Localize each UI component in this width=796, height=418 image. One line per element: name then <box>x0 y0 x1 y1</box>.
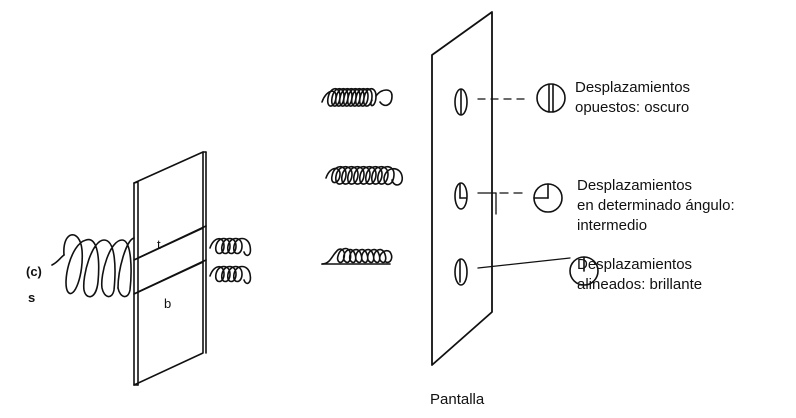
icon-aligned <box>569 256 599 286</box>
screen-spot-angled <box>454 182 468 210</box>
icon-opposed <box>536 83 566 113</box>
outcome-angled-line3: intermedio <box>577 217 648 234</box>
slab-label-t: t <box>157 237 161 252</box>
outcome-aligned-line2: alineados: brillante <box>577 276 703 293</box>
slab-label-b: b <box>164 296 172 311</box>
panel-label-a: (c) <box>26 264 42 279</box>
crystal-slabs <box>133 151 207 386</box>
screen-spot-aligned <box>454 258 468 286</box>
outcome-angled-line2: en determinado ángulo: <box>577 197 735 214</box>
exit-helix-top <box>209 237 252 257</box>
exit-helix-bottom <box>209 265 252 285</box>
helix-opposed <box>321 87 393 107</box>
panel-label-b: s <box>28 290 36 305</box>
incoming-helix <box>51 234 135 298</box>
leader-lines <box>477 98 571 269</box>
screen-panel <box>431 11 493 366</box>
screen-label: Pantalla <box>430 391 485 408</box>
screen-spot-opposed <box>454 88 468 116</box>
helix-angled <box>325 165 404 186</box>
icon-angled <box>533 183 563 213</box>
outcome-opposed-line1: Desplazamientos <box>575 79 691 96</box>
outcome-angled-line1: Desplazamientos <box>577 177 693 194</box>
outcome-opposed-line2: opuestos: oscuro <box>575 99 690 116</box>
outcome-aligned-line1: Desplazamientos <box>577 256 693 273</box>
helix-aligned <box>321 247 393 265</box>
